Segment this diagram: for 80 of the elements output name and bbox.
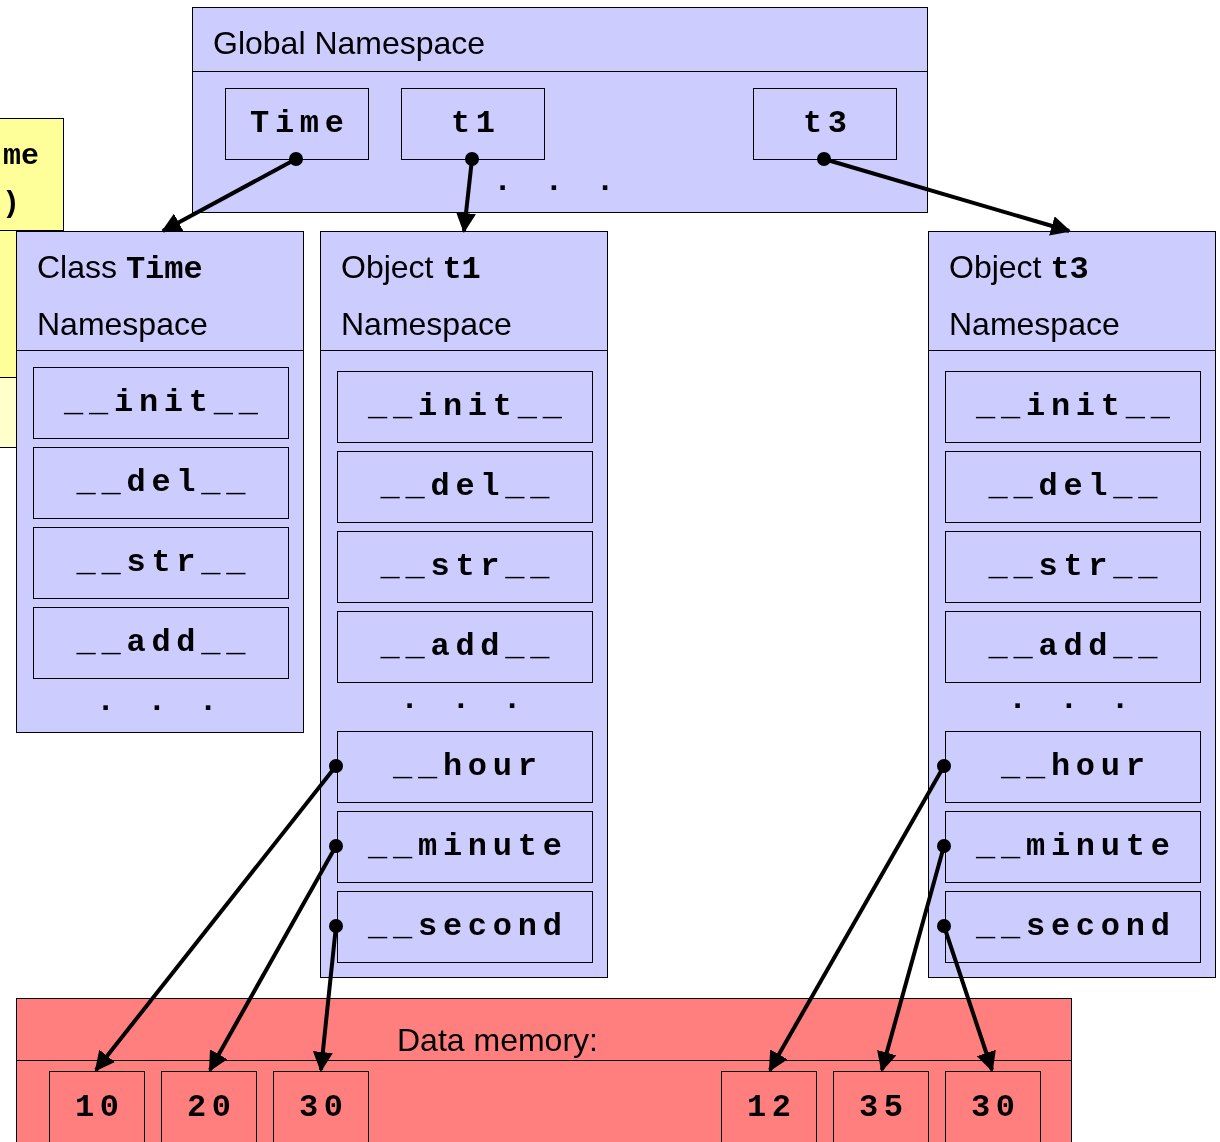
identifier-text: __str__ <box>75 547 252 579</box>
name-box <box>33 367 289 439</box>
ellipsis-text: . . . <box>96 686 224 718</box>
pointer-arrow <box>208 839 343 1072</box>
name-box <box>945 371 1201 443</box>
identifier-text: __init__ <box>975 391 1176 423</box>
identifier-text: 20 <box>185 1092 237 1124</box>
identifier-text: 30 <box>969 1092 1021 1124</box>
identifier-text: __add__ <box>379 631 556 663</box>
memory-cell <box>49 1071 145 1142</box>
pointer-arrow <box>877 839 951 1072</box>
pointer-arrow <box>312 919 343 1072</box>
memory-cell <box>273 1071 369 1142</box>
ellipsis-text: . . . <box>493 166 621 198</box>
name-box <box>945 891 1201 963</box>
identifier-text: __minute <box>975 831 1176 863</box>
identifier-text: __hour <box>392 751 543 783</box>
memory-cell <box>721 1071 817 1142</box>
pointer-arrow <box>161 152 303 233</box>
name-box <box>225 88 369 160</box>
pointer-arrow <box>817 152 1072 236</box>
identifier-text: __add__ <box>987 631 1164 663</box>
note-text: me <box>3 141 39 171</box>
ellipsis-text: . . . <box>400 684 528 716</box>
name-box <box>945 811 1201 883</box>
identifier-text: __del__ <box>379 471 556 503</box>
identifier-text: __second <box>367 911 568 943</box>
note-box <box>0 118 64 231</box>
name-box <box>33 527 289 599</box>
name-box <box>337 811 593 883</box>
name-box <box>33 447 289 519</box>
name-box <box>945 531 1201 603</box>
namespace-panel <box>16 231 304 733</box>
identifier-text: __str__ <box>379 551 556 583</box>
name-box <box>337 731 593 803</box>
namespace-panel <box>928 231 1216 978</box>
panel-heading: Object t1 Namespace <box>341 248 513 344</box>
identifier-text: __del__ <box>75 467 252 499</box>
name-box <box>337 371 593 443</box>
name-box <box>945 451 1201 523</box>
ellipsis-text: . . . <box>1008 684 1136 716</box>
memory-cell <box>945 1071 1041 1142</box>
panel-heading: Data memory: <box>397 1021 599 1060</box>
memory-panel <box>16 998 1072 1142</box>
identifier-text: __init__ <box>63 387 264 419</box>
identifier-text: __init__ <box>367 391 568 423</box>
identifier-text: Time <box>248 108 350 140</box>
name-box <box>753 88 897 160</box>
pointer-arrow <box>937 919 996 1072</box>
identifier-text: __add__ <box>75 627 252 659</box>
identifier-text: __minute <box>367 831 568 863</box>
identifier-text: 12 <box>745 1092 797 1124</box>
name-box <box>337 611 593 683</box>
panel-heading: Class Time Namespace <box>37 248 209 344</box>
namespace-panel <box>320 231 608 978</box>
memory-cell <box>161 1071 257 1142</box>
name-box <box>337 891 593 963</box>
identifier-text: __str__ <box>987 551 1164 583</box>
name-box <box>401 88 545 160</box>
panel-heading: Object t3 Namespace <box>949 248 1121 344</box>
identifier-text: 10 <box>73 1092 125 1124</box>
identifier-text: __hour <box>1000 751 1151 783</box>
name-box <box>33 607 289 679</box>
pointer-arrow <box>94 759 343 1072</box>
name-box <box>337 451 593 523</box>
pointer-arrow <box>456 152 479 233</box>
identifier-text: __second <box>975 911 1176 943</box>
namespace-panel <box>192 7 928 213</box>
name-box <box>945 731 1201 803</box>
identifier-text: t1 <box>449 108 501 140</box>
name-box <box>337 531 593 603</box>
pointer-arrow <box>768 759 951 1072</box>
identifier-text: 35 <box>857 1092 909 1124</box>
panel-heading: Global Namespace <box>213 24 487 63</box>
name-box <box>945 611 1201 683</box>
identifier-text: t3 <box>801 108 853 140</box>
identifier-text: __del__ <box>987 471 1164 503</box>
identifier-text: 30 <box>297 1092 349 1124</box>
note-text: ) <box>2 189 20 219</box>
memory-cell <box>833 1071 929 1142</box>
